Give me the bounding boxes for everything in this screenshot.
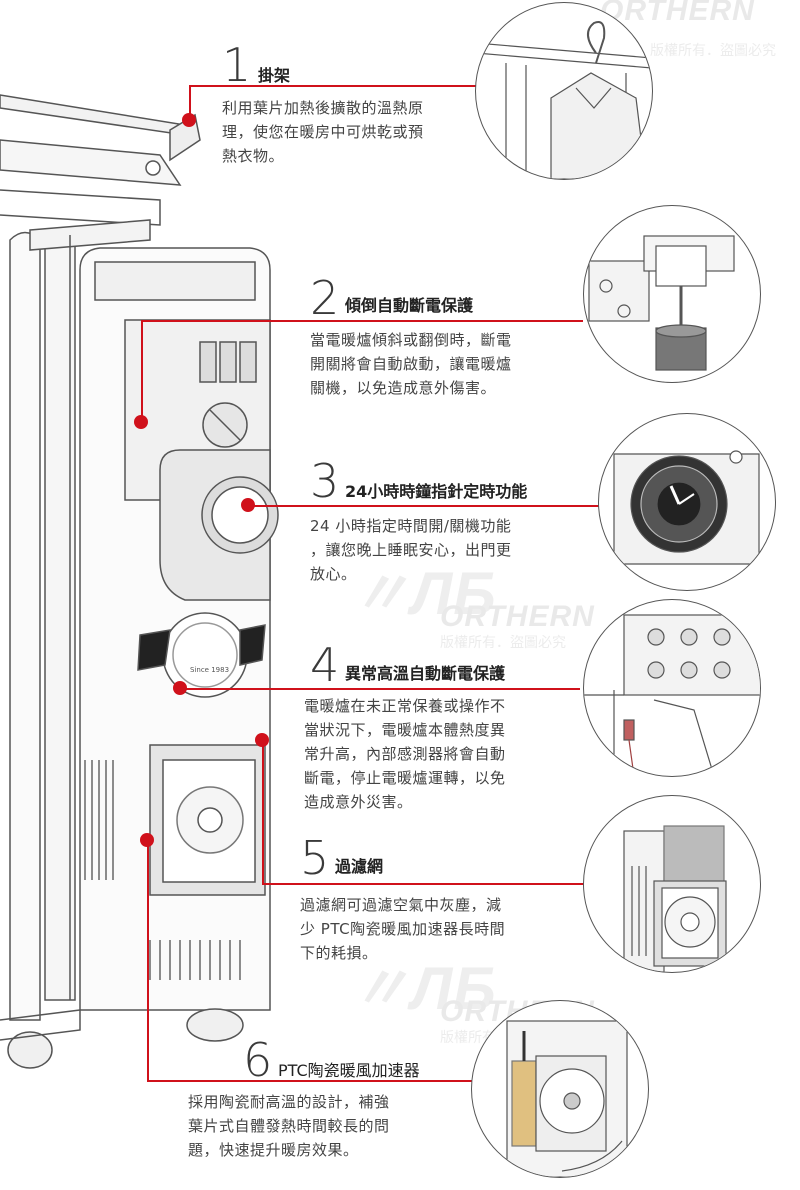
feature-4-line-2: 當狀況下，電暖爐本體熱度異	[304, 721, 506, 739]
marker-dot-3	[241, 498, 255, 512]
hanger-detail-illustration	[476, 21, 652, 179]
feature-5-line-3: 下的耗損。	[300, 944, 378, 962]
ptc-detail-illustration	[506, 1020, 628, 1177]
leader-2-vertical	[141, 320, 143, 422]
timer-detail-illustration	[613, 450, 760, 565]
feature-4-description: 電暖爐在未正常保養或操作不 當狀況下，電暖爐本體熱度異 常升高，內部感測器將會自…	[304, 694, 506, 814]
marker-dot-2	[134, 415, 148, 429]
detail-circle-filter	[583, 795, 761, 973]
leader-5-vertical	[262, 740, 264, 885]
detail-circle-ptc	[471, 1000, 649, 1178]
watermark-low-logo: 〃ЛБ	[350, 955, 497, 1022]
leader-5-horizontal	[262, 883, 584, 885]
feature-6-title: PTC陶瓷暖風加速器	[278, 1061, 420, 1080]
feature-3-description: 24 小時指定時間開/關機功能 ，讓您晚上睡眠安心，出門更 放心。	[310, 514, 512, 586]
marker-dot-1	[182, 113, 196, 127]
watermark-mid-copyright: 版權所有．盜圖必究	[440, 635, 566, 651]
feature-4-number: 4	[310, 638, 340, 692]
leader-2-horizontal	[141, 320, 583, 322]
leader-6-vertical	[147, 840, 149, 1082]
feature-6-line-3: 題，快速提升暖房效果。	[188, 1141, 359, 1159]
feature-2-description: 當電暖爐傾斜或翻倒時，斷電 開關將會自動啟動，讓電暖爐 關機，以免造成意外傷害。	[310, 328, 512, 400]
tip-switch-detail-illustration	[588, 235, 735, 371]
feature-4-line-3: 常升高，內部感測器將會自動	[304, 745, 506, 763]
leader-6-horizontal	[147, 1080, 472, 1082]
feature-2-number: 2	[310, 271, 340, 325]
feature-2-title: 傾倒自動斷電保護	[345, 296, 474, 315]
detail-circle-timer	[598, 413, 776, 591]
feature-3-title: 24小時時鐘指針定時功能	[345, 482, 528, 501]
feature-5-line-2: 少 PTC陶瓷暖風加速器長時間	[300, 920, 506, 938]
feature-5-title: 過濾網	[335, 857, 384, 876]
feature-3-number: 3	[310, 454, 340, 508]
leader-1-vertical	[189, 85, 191, 120]
feature-5-line-1: 過濾網可過濾空氣中灰塵，減	[300, 896, 502, 914]
watermark-mid-logo: 〃ЛБ	[350, 560, 497, 627]
feature-2-line-1: 當電暖爐傾斜或翻倒時，斷電	[310, 331, 512, 349]
feature-4-line-5: 造成意外災害。	[304, 793, 413, 811]
feature-1-line-2: 理，使您在暖房中可烘乾或預	[222, 123, 424, 141]
marker-dot-5	[255, 733, 269, 747]
watermark-mid: ORTHERN	[440, 600, 595, 633]
feature-1-line-1: 利用葉片加熱後擴散的溫熱原	[222, 99, 424, 117]
feature-2-line-2: 開關將會自動啟動，讓電暖爐	[310, 355, 512, 373]
leader-3-horizontal	[248, 505, 603, 507]
feature-3-line-3: 放心。	[310, 565, 357, 583]
leader-1-horizontal	[189, 85, 479, 87]
filter-detail-illustration	[623, 825, 727, 972]
watermark-top: ORTHERN	[600, 0, 755, 27]
detail-circle-tip-switch	[583, 205, 761, 383]
leader-4-horizontal	[180, 688, 580, 690]
feature-3-line-1: 24 小時指定時間開/關機功能	[310, 517, 512, 535]
thermal-cutoff-detail-illustration	[584, 614, 760, 776]
feature-6-line-1: 採用陶瓷耐高溫的設計，補強	[188, 1093, 390, 1111]
feature-1-number: 1	[222, 38, 252, 92]
feature-4-line-4: 斷電，停止電暖爐運轉，以免	[304, 769, 506, 787]
feature-4-line-1: 電暖爐在未正常保養或操作不	[304, 697, 506, 715]
feature-1-line-3: 熱衣物。	[222, 147, 285, 165]
detail-circle-thermal-cutoff	[583, 599, 761, 777]
feature-2-line-3: 關機，以免造成意外傷害。	[310, 379, 497, 397]
feature-6-number: 6	[243, 1033, 273, 1087]
detail-circle-hanger	[475, 2, 653, 180]
feature-5-description: 過濾網可過濾空氣中灰塵，減 少 PTC陶瓷暖風加速器長時間 下的耗損。	[300, 893, 505, 965]
feature-1-description: 利用葉片加熱後擴散的溫熱原 理，使您在暖房中可烘乾或預 熱衣物。	[222, 96, 424, 168]
marker-dot-6	[140, 833, 154, 847]
feature-4-title: 異常高溫自動斷電保護	[345, 664, 506, 683]
feature-5-number: 5	[300, 831, 330, 885]
feature-6-line-2: 葉片式自體發熱時間較長的問	[188, 1117, 390, 1135]
watermark-top-copyright: 版權所有．盜圖必究	[650, 43, 776, 59]
marker-dot-4	[173, 681, 187, 695]
feature-3-line-2: ，讓您晚上睡眠安心，出門更	[310, 541, 512, 559]
feature-1-title: 掛架	[258, 66, 291, 85]
badge-since: Since 1983	[190, 666, 230, 674]
feature-6-description: 採用陶瓷耐高溫的設計，補強 葉片式自體發熱時間較長的問 題，快速提升暖房效果。	[188, 1090, 390, 1162]
